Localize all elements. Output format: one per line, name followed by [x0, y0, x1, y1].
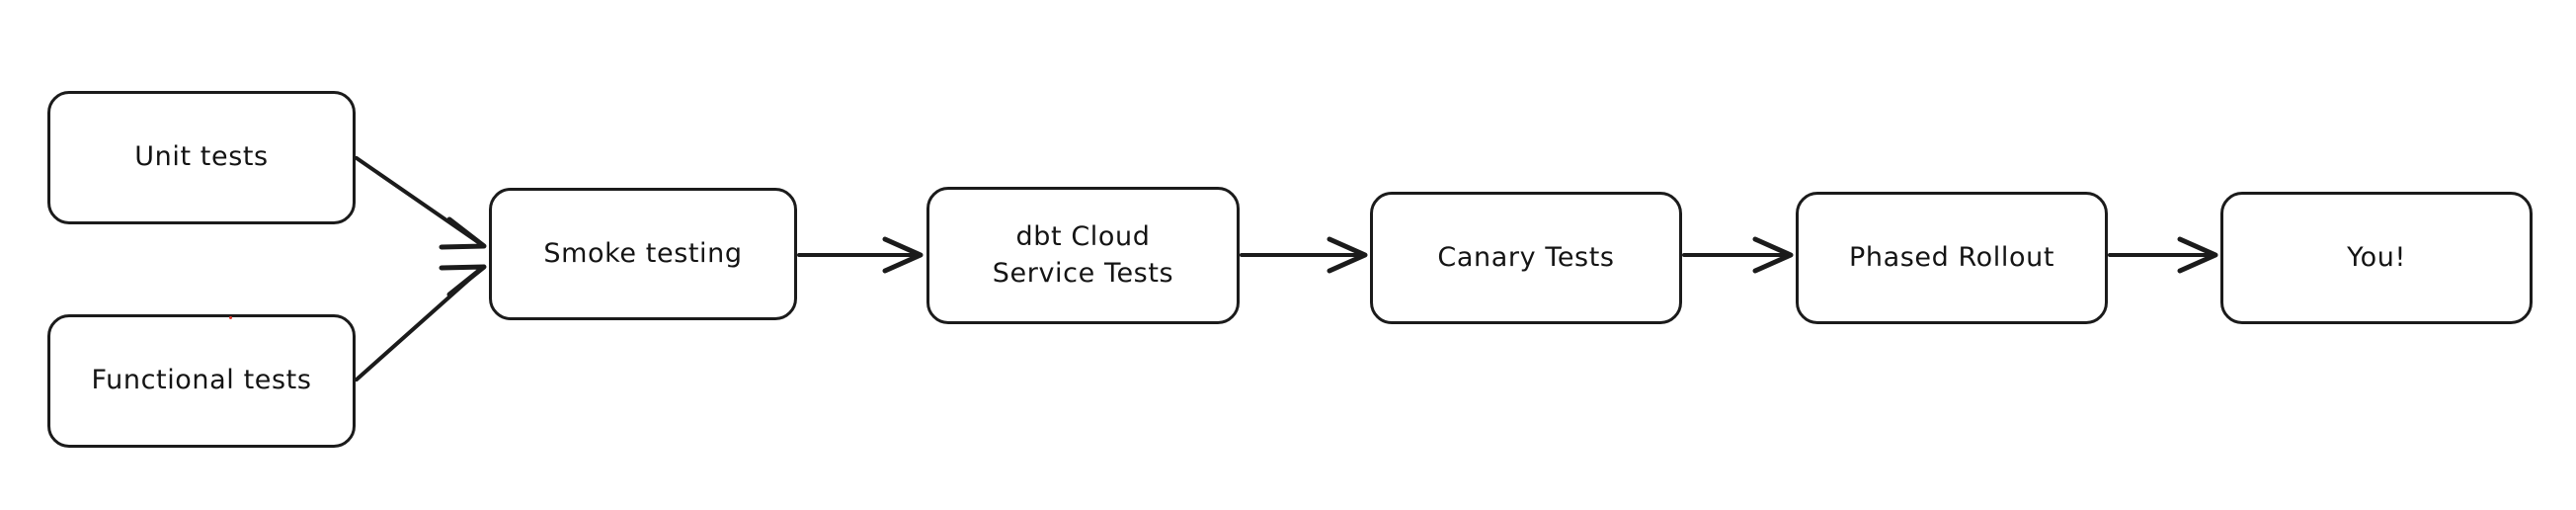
node-functional-tests-label: Functional tests [91, 365, 312, 396]
node-you-label: You! [2347, 241, 2406, 273]
edge-smoke-to-dbt [797, 236, 924, 274]
node-you[interactable]: You! [2220, 192, 2533, 324]
node-smoke-testing-label: Smoke testing [543, 237, 743, 269]
node-smoke-testing[interactable]: Smoke testing [489, 188, 797, 320]
node-dbt-cloud-service-tests-label: dbt Cloud Service Tests [992, 221, 1174, 289]
edge-functional-to-smoke [355, 264, 487, 382]
node-phased-rollout[interactable]: Phased Rollout [1796, 192, 2108, 324]
node-unit-tests[interactable]: Unit tests [47, 91, 356, 224]
node-dbt-cloud-service-tests[interactable]: dbt Cloud Service Tests [926, 187, 1240, 324]
node-phased-rollout-label: Phased Rollout [1848, 241, 2055, 273]
node-unit-tests-label: Unit tests [134, 141, 269, 173]
edge-unit-to-smoke [355, 156, 487, 250]
edge-phased-to-you [2108, 236, 2218, 274]
node-functional-tests[interactable]: Functional tests [47, 314, 356, 448]
node-canary-tests-label: Canary Tests [1437, 241, 1615, 273]
edge-dbt-to-canary [1240, 236, 1368, 274]
render-artifact-dot [229, 316, 232, 319]
node-canary-tests[interactable]: Canary Tests [1370, 192, 1682, 324]
edge-canary-to-phased [1682, 236, 1794, 274]
